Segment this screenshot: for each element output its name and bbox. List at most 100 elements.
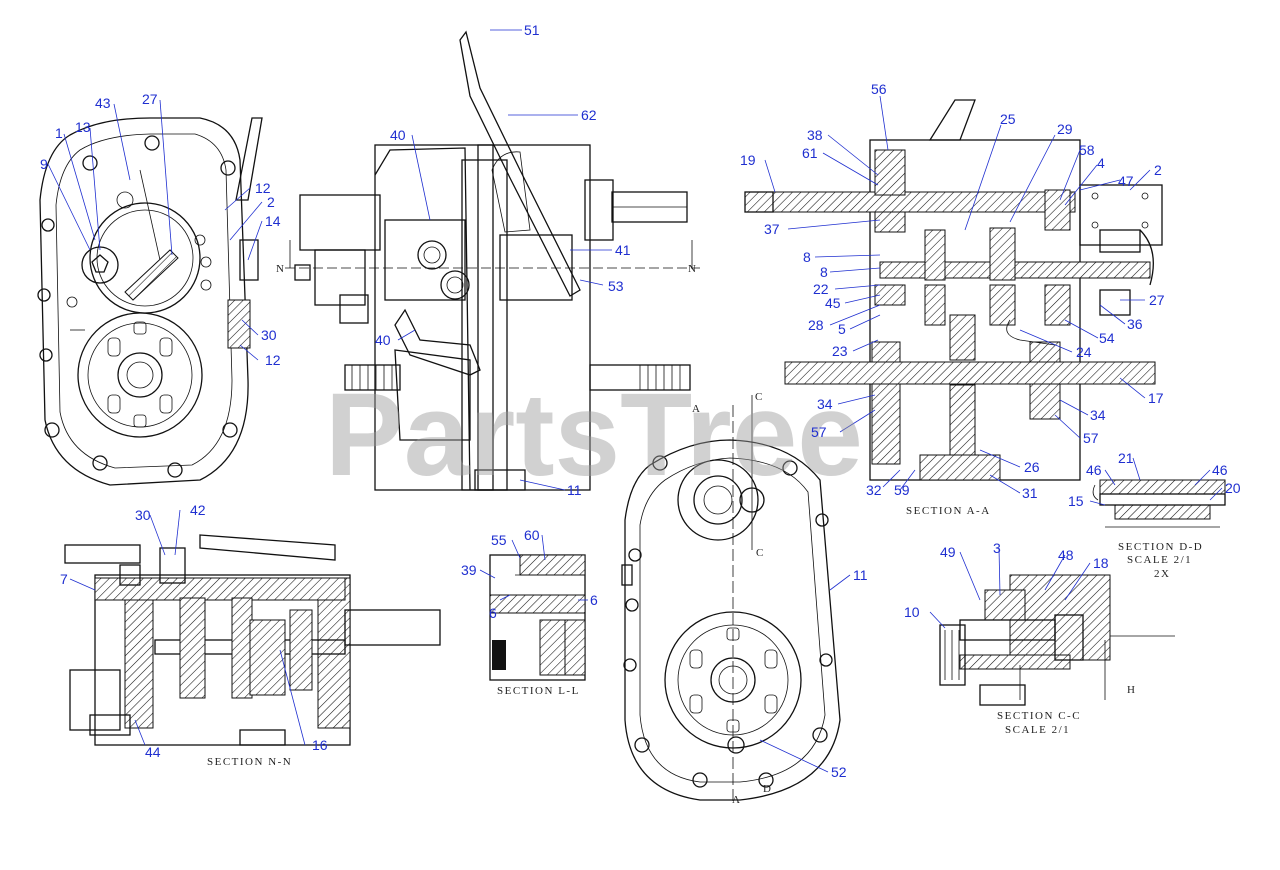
callout-4: 4	[1097, 155, 1105, 171]
callout-8: 8	[803, 249, 811, 265]
section-label-c-c: SECTION C-C	[997, 710, 1081, 722]
callout-53: 53	[608, 278, 624, 294]
section-labels: SECTION A-A SECTION D-D SCALE 2/1 2X SEC…	[207, 505, 1203, 768]
callout-6: 6	[489, 605, 497, 621]
callouts: 51 62 40 41 53 40 11 43 27 1 13 9 12 2 1…	[40, 22, 1241, 780]
section-l-l	[489, 554, 586, 681]
callout-56: 56	[871, 81, 887, 97]
callout-22: 22	[813, 281, 829, 297]
callout-2: 2	[267, 194, 275, 210]
callout-41: 41	[615, 242, 631, 258]
callout-55: 55	[491, 532, 507, 548]
section-n-n	[64, 534, 441, 746]
section-label-d-d-extra: 2X	[1154, 568, 1170, 580]
end-view-left	[37, 117, 263, 486]
section-label-d-d: SECTION D-D	[1118, 541, 1203, 553]
callout-21: 21	[1118, 450, 1134, 466]
section-label-c-c-scale: SCALE 2/1	[1005, 724, 1070, 736]
callout-14: 14	[265, 213, 281, 229]
callout-51: 51	[524, 22, 540, 38]
callout-23: 23	[832, 343, 848, 359]
callout-9: 9	[40, 156, 48, 172]
callout-59: 59	[894, 482, 910, 498]
callout-1: 1	[55, 125, 63, 141]
marker-d: D	[763, 783, 772, 795]
callout-39: 39	[461, 562, 477, 578]
section-c-c	[939, 574, 1175, 706]
callout-27-b: 27	[1149, 292, 1165, 308]
front-view	[285, 30, 700, 491]
callout-49: 49	[940, 544, 956, 560]
callout-16: 16	[312, 737, 328, 753]
callout-10: 10	[904, 604, 920, 620]
callout-47: 47	[1118, 173, 1134, 189]
callout-18: 18	[1093, 555, 1109, 571]
end-view-center	[621, 395, 841, 805]
callout-34: 34	[817, 396, 833, 412]
callout-12-b: 12	[265, 352, 281, 368]
marker-c-top: C	[755, 391, 764, 403]
callout-30-b: 30	[135, 507, 151, 523]
section-d-d	[1092, 479, 1226, 528]
section-a-a	[744, 99, 1163, 481]
watermark: PartsTree	[325, 369, 863, 501]
callout-8-b: 8	[820, 264, 828, 280]
marker-n-left: N	[276, 263, 285, 275]
callout-57-b: 57	[1083, 430, 1099, 446]
callout-52: 52	[831, 764, 847, 780]
callout-32: 32	[866, 482, 882, 498]
callout-24: 24	[1076, 344, 1092, 360]
callout-42: 42	[190, 502, 206, 518]
callout-62: 62	[581, 107, 597, 123]
view-markers: N N A A C C D H	[276, 263, 1136, 806]
callout-57: 57	[811, 424, 827, 440]
callout-25: 25	[1000, 111, 1016, 127]
callout-12: 12	[255, 180, 271, 196]
callout-36: 36	[1127, 316, 1143, 332]
callout-3: 3	[993, 540, 1001, 556]
callout-26: 26	[1024, 459, 1040, 475]
callout-19: 19	[740, 152, 756, 168]
callout-43: 43	[95, 95, 111, 111]
callout-7: 7	[60, 571, 68, 587]
callout-34-b: 34	[1090, 407, 1106, 423]
leader-lines	[47, 29, 1223, 773]
marker-n-right: N	[688, 263, 697, 275]
callout-46-b: 46	[1212, 462, 1228, 478]
callout-5: 5	[838, 321, 846, 337]
callout-30: 30	[261, 327, 277, 343]
callout-61: 61	[802, 145, 818, 161]
callout-54: 54	[1099, 330, 1115, 346]
callout-28: 28	[808, 317, 824, 333]
marker-a-bottom: A	[732, 794, 741, 806]
marker-h: H	[1127, 684, 1136, 696]
callout-60: 60	[524, 527, 540, 543]
section-label-l-l: SECTION L-L	[497, 685, 580, 697]
callout-48: 48	[1058, 547, 1074, 563]
callout-40-b: 40	[375, 332, 391, 348]
callout-37: 37	[764, 221, 780, 237]
section-label-a-a: SECTION A-A	[906, 505, 991, 517]
callout-2-b: 2	[1154, 162, 1162, 178]
callout-6-b: 6	[590, 592, 598, 608]
marker-c-bottom: C	[756, 547, 765, 559]
callout-45: 45	[825, 295, 841, 311]
marker-a-top: A	[692, 403, 701, 415]
callout-46: 46	[1086, 462, 1102, 478]
callout-27: 27	[142, 91, 158, 107]
callout-11-b: 11	[853, 567, 868, 583]
callout-40: 40	[390, 127, 406, 143]
section-label-d-d-scale: SCALE 2/1	[1127, 554, 1192, 566]
callout-11: 11	[567, 482, 582, 498]
callout-20: 20	[1225, 480, 1241, 496]
callout-31: 31	[1022, 485, 1038, 501]
callout-13: 13	[75, 119, 91, 135]
callout-29: 29	[1057, 121, 1073, 137]
section-label-n-n: SECTION N-N	[207, 756, 292, 768]
callout-38: 38	[807, 127, 823, 143]
callout-44: 44	[145, 744, 161, 760]
callout-58: 58	[1079, 142, 1095, 158]
callout-17: 17	[1148, 390, 1164, 406]
callout-15: 15	[1068, 493, 1084, 509]
